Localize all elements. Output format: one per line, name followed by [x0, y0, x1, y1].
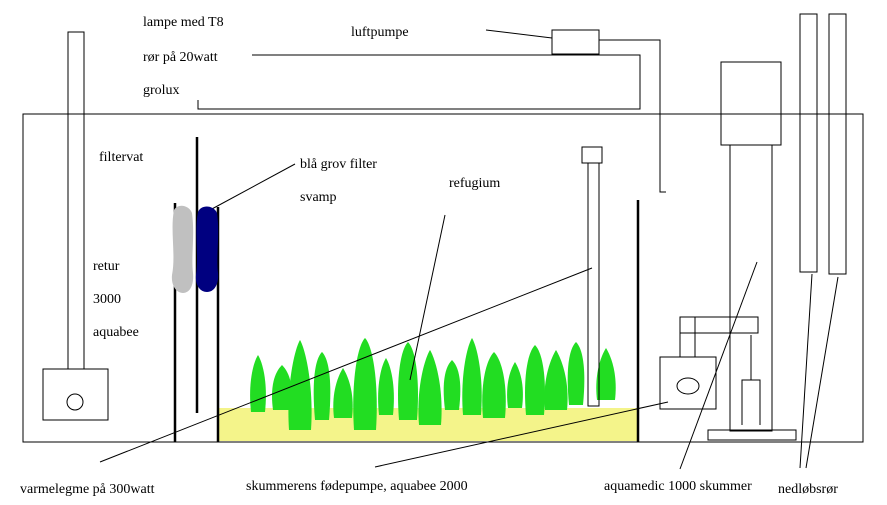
plant-cluster [398, 342, 418, 420]
skimmer-body [729, 144, 773, 432]
plant-cluster [333, 368, 353, 418]
diagram-lines [22, 13, 864, 470]
overflow-pipe-left [799, 13, 818, 273]
plant-cluster [418, 350, 442, 425]
blue-coarse-sponge [195, 206, 219, 292]
refugium-pipe-cap [581, 146, 603, 164]
plant-cluster [544, 350, 568, 410]
return-label-line2: 3000 [93, 292, 121, 307]
filter-pad-label: filtervat [99, 150, 144, 165]
feed-pump-box [659, 356, 717, 410]
coarse-filter-label-line2: svamp [300, 190, 337, 205]
lamp-label-line1: lampe med T8 [143, 15, 224, 30]
callout-coarse-filter [209, 163, 296, 211]
plant-cluster [596, 348, 616, 400]
skimmer-label: aquamedic 1000 skummer [604, 479, 752, 494]
callout-overflow-left [799, 273, 813, 469]
refugium-label: refugium [449, 176, 501, 191]
air-line [599, 39, 666, 193]
lamp-label-line3: grolux [143, 83, 180, 98]
skimmer-inner-tube [741, 379, 761, 425]
lamp-label-line2: rør på 20watt [143, 50, 218, 65]
return-pump-box [42, 368, 109, 421]
callout-skimmer [679, 261, 758, 470]
plant-cluster [378, 358, 394, 415]
air-pump-label: luftpumpe [351, 25, 409, 40]
plant-cluster [313, 352, 331, 420]
overflow-pipes-label: nedløbsrør [778, 482, 838, 497]
refugium-plants [250, 338, 616, 430]
return-pump-outlet [66, 393, 84, 411]
return-label-line3: aquabee [93, 325, 139, 340]
skimmer-inlet-drop [679, 316, 696, 358]
skimmer-cup [720, 61, 782, 146]
callout-overflow-right [805, 276, 839, 469]
feed-pump-outlet [676, 377, 700, 395]
plant-cluster [288, 340, 312, 430]
sump-tank-outline [22, 113, 864, 443]
coarse-filter-label-line1: blå grov filter [300, 157, 377, 172]
air-pump-pointer [485, 29, 553, 39]
lamp-cable [197, 54, 641, 110]
feed-pump-label: skummerens fødepumpe, aquabee 2000 [246, 479, 468, 494]
heater-label: varmelegme på 300watt [20, 482, 155, 497]
plant-cluster [567, 342, 585, 405]
overflow-pipe-right [828, 13, 847, 275]
plant-cluster [272, 365, 292, 410]
air-pump-box [551, 29, 600, 55]
plant-cluster [443, 360, 461, 410]
plant-cluster [250, 355, 266, 412]
return-pipe [67, 31, 85, 370]
refugium-pipe [587, 162, 600, 407]
callout-refugium [409, 214, 446, 381]
plant-cluster [525, 345, 545, 415]
plant-cluster [507, 362, 523, 408]
gray-filter-sponge [171, 205, 194, 293]
callout-feed-pump [374, 401, 669, 468]
return-label-line1: retur [93, 259, 120, 274]
skimmer-base [707, 429, 797, 441]
skimmer-inlet-pipe [679, 316, 759, 334]
plant-cluster [482, 352, 506, 418]
plant-cluster [462, 338, 482, 415]
plant-cluster [353, 338, 377, 430]
callout-heater [99, 267, 593, 463]
